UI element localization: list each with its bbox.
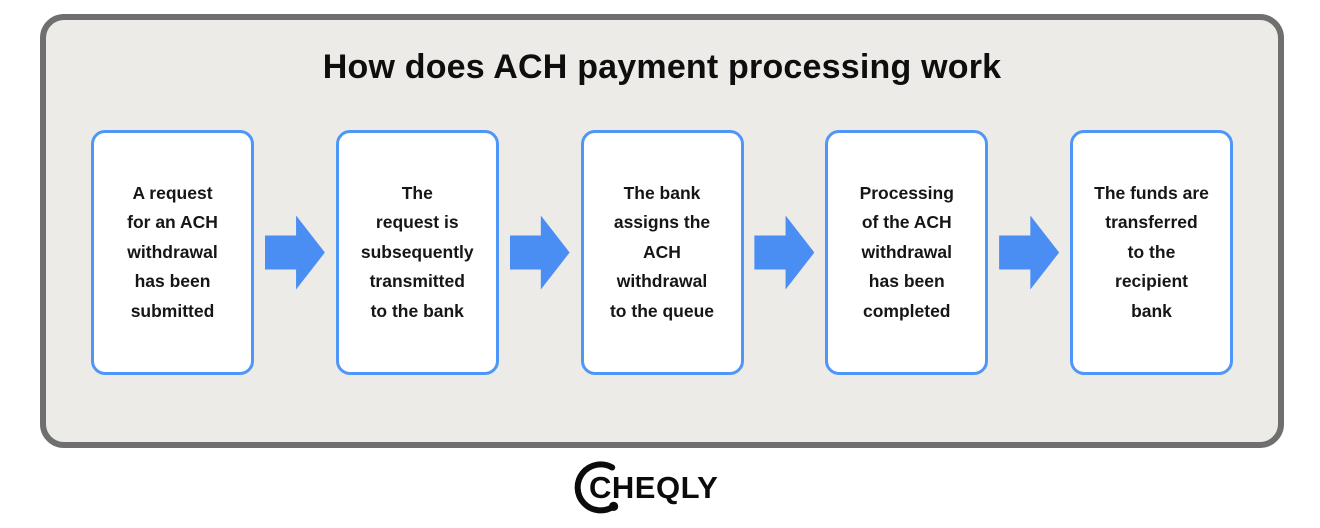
flow-arrow-icon (999, 215, 1060, 290)
flow-arrow-icon (754, 215, 815, 290)
flow-step-2: The request is subsequently transmitted … (335, 130, 499, 375)
flow-step-5: The funds are transferred to the recipie… (1070, 130, 1233, 375)
flow-row: A request for an ACH withdrawal has been… (46, 130, 1278, 375)
flow-step-1: A request for an ACH withdrawal has been… (91, 130, 254, 375)
logo-arc-icon (574, 461, 617, 514)
cheqly-logo-icon: CHEQLY (574, 461, 718, 514)
flow-step-4: Processing of the ACH withdrawal has bee… (825, 130, 989, 375)
diagram-title: How does ACH payment processing work (322, 48, 1002, 86)
diagram-panel: How does ACH payment processing work A r… (40, 14, 1284, 448)
flow-step-3: The bank assigns the ACH withdrawal to t… (580, 130, 744, 375)
cheqly-logo: CHEQLY (0, 454, 1320, 516)
logo-arc-dot-icon (609, 501, 619, 511)
flow-arrow-icon (509, 215, 570, 290)
flow-arrow-icon (264, 215, 325, 290)
logo-wordmark: CHEQLY (589, 470, 718, 505)
